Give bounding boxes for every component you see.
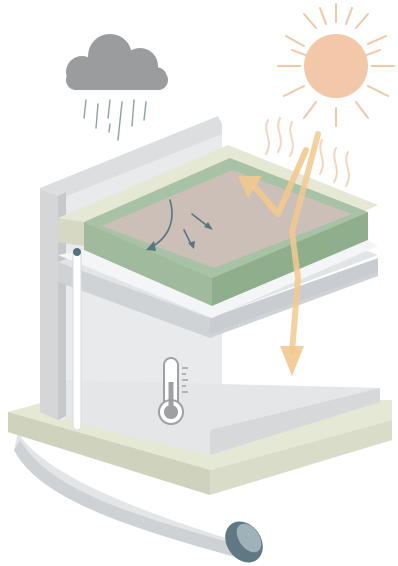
sun-icon [278,4,394,126]
rain-drops [84,100,146,140]
gutter-pipe [73,248,81,430]
rain-cloud-icon [66,34,168,90]
